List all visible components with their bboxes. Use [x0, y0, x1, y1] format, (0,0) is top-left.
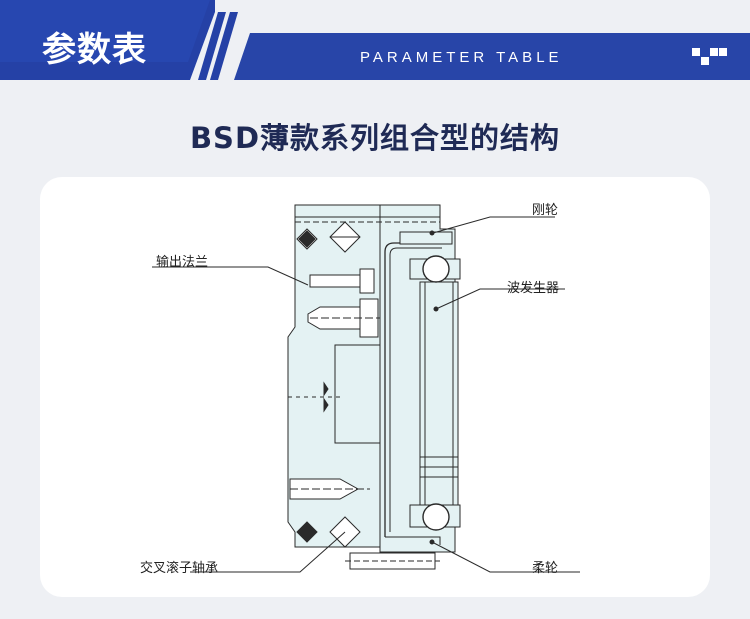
leader-cross-roller	[190, 531, 346, 573]
label-rigid-wheel: 刚轮	[532, 203, 559, 218]
leader-rigid-wheel	[432, 216, 555, 234]
banner-graphic	[0, 0, 750, 80]
leader-wave-generator	[435, 288, 565, 310]
diagram-card: 刚轮 输出法兰 波发生器 交叉滚子轴承 柔轮	[40, 177, 710, 597]
leader-output-flange	[152, 266, 309, 286]
label-flexspline: 柔轮	[532, 561, 559, 576]
structure-diagram	[152, 204, 580, 573]
pixel-decoration-icon	[692, 48, 727, 65]
top-bolt	[309, 274, 363, 288]
banner-subtitle: PARAMETER TABLE	[360, 49, 563, 66]
label-wave-generator: 波发生器	[507, 281, 560, 296]
flexspline-sheet	[384, 242, 442, 537]
wave-generator-part	[419, 281, 459, 513]
leader-flexspline	[431, 541, 580, 573]
page-title: BSD薄款系列组合型的结构	[189, 121, 561, 155]
banner-title: 参数表	[42, 30, 147, 70]
header-banner: 参数表 PARAMETER TABLE	[0, 0, 750, 90]
label-cross-roller-bearing: 交叉滚子轴承	[140, 561, 219, 576]
label-output-flange: 输出法兰	[156, 255, 209, 270]
